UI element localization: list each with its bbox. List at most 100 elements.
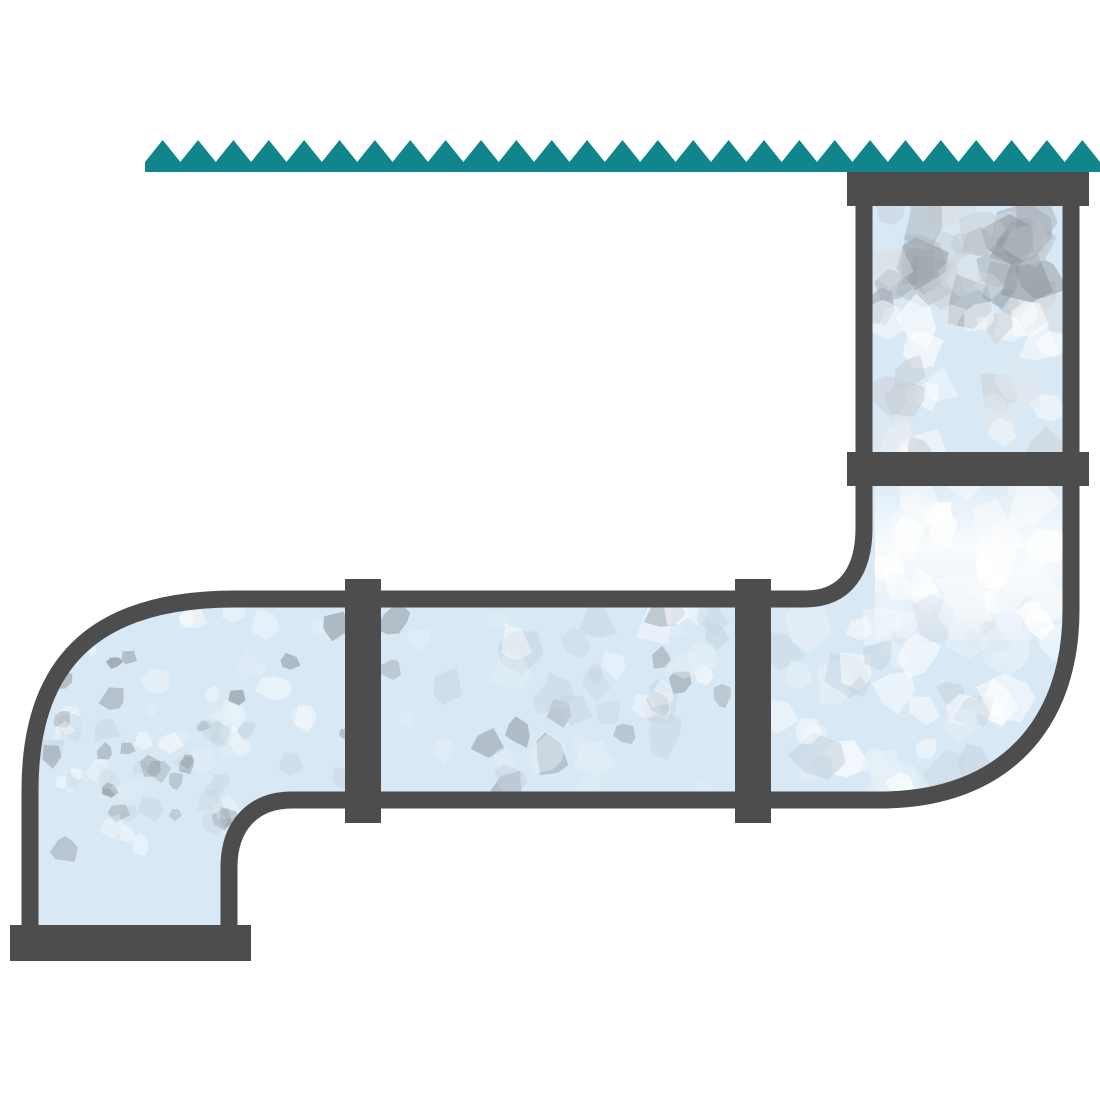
- particle-282: [201, 810, 228, 836]
- particle-218: [172, 728, 190, 745]
- particle-130: [812, 754, 835, 778]
- particle-188: [601, 650, 626, 682]
- pipe-wall-inner: [21, 195, 873, 935]
- particle-254: [85, 759, 114, 787]
- particle-245: [226, 732, 244, 754]
- particle-266: [99, 813, 125, 841]
- particle-121: [915, 738, 937, 759]
- particle-166: [613, 723, 636, 745]
- particle-185: [531, 671, 576, 714]
- particle-177: [581, 668, 611, 703]
- particle-152: [941, 708, 982, 744]
- particle-165: [668, 671, 692, 695]
- filter-media-layer: [145, 140, 1100, 172]
- particle-159: [375, 601, 411, 635]
- particle-168: [488, 650, 533, 690]
- particle-37: [1001, 221, 1053, 269]
- particle-138: [861, 747, 890, 778]
- particle-119: [845, 616, 872, 641]
- particle-253: [118, 804, 139, 822]
- particle-210: [97, 741, 112, 760]
- particle-25: [981, 214, 1034, 268]
- particle-59: [986, 309, 1014, 345]
- particle-199: [501, 623, 533, 661]
- particle-276: [53, 711, 70, 728]
- particle-284: [180, 754, 195, 770]
- particle-200: [570, 735, 590, 753]
- particle-180: [407, 627, 431, 652]
- particle-228: [56, 768, 81, 794]
- particle-182: [687, 642, 717, 675]
- particle-172: [643, 678, 677, 722]
- particle-248: [214, 698, 247, 732]
- particle-265: [94, 718, 122, 743]
- particle-170: [636, 605, 674, 645]
- particle-197: [648, 712, 682, 760]
- particle-167: [575, 773, 602, 796]
- coupling-ring-left: [345, 579, 381, 823]
- particle-279: [119, 823, 135, 844]
- particle-64: [1035, 330, 1065, 357]
- particle-126: [909, 696, 941, 726]
- particle-31: [959, 212, 1007, 257]
- particle-203: [51, 729, 63, 742]
- particle-259: [132, 832, 149, 857]
- particle-198: [572, 740, 617, 776]
- particle-277: [66, 727, 84, 743]
- particle-46: [1028, 393, 1065, 422]
- particle-142: [784, 603, 832, 653]
- filter-zigzag-teeth: [145, 140, 1100, 172]
- particle-141: [847, 675, 868, 697]
- fluid-glow: [875, 470, 1065, 640]
- particle-242: [146, 704, 157, 716]
- particle-261: [137, 796, 164, 822]
- particle-281: [56, 720, 76, 735]
- particle-49: [1019, 303, 1038, 329]
- particle-55: [993, 310, 1027, 342]
- particle-263: [134, 731, 153, 751]
- particle-243: [189, 748, 218, 775]
- particle-153: [713, 684, 731, 709]
- particle-187: [559, 695, 593, 727]
- particle-233: [209, 722, 233, 746]
- particle-227: [210, 733, 225, 748]
- particle-220: [121, 650, 137, 665]
- particle-271: [139, 754, 161, 777]
- particle-174: [546, 698, 572, 728]
- particle-269: [120, 742, 136, 754]
- particle-215: [105, 657, 123, 669]
- particle-234: [250, 608, 281, 641]
- particle-201: [494, 764, 528, 798]
- particle-129: [1022, 763, 1056, 795]
- particle-67: [883, 380, 925, 417]
- particle-54: [984, 401, 1020, 443]
- particle-30: [896, 237, 949, 291]
- particle-189: [646, 690, 670, 718]
- particle-157: [470, 728, 505, 758]
- particle-225: [229, 734, 252, 757]
- coupling-flange-upper: [847, 452, 1089, 486]
- particle-238: [256, 663, 266, 676]
- particle-65: [870, 411, 915, 453]
- particle-143: [871, 671, 916, 715]
- particle-221: [225, 703, 242, 722]
- particle-205: [196, 719, 224, 744]
- particle-171: [665, 649, 698, 679]
- particle-256: [107, 804, 131, 823]
- particle-273: [212, 795, 241, 819]
- particle-136: [896, 632, 942, 679]
- particle-27: [915, 252, 953, 289]
- particle-212: [280, 652, 301, 670]
- particle-36: [974, 271, 1005, 299]
- particle-190: [528, 732, 565, 774]
- particle-51: [925, 367, 960, 402]
- particle-22: [874, 268, 913, 302]
- particle-262: [168, 809, 182, 822]
- inlet-flange-bottom: [10, 925, 251, 961]
- particle-194: [434, 738, 452, 766]
- particle-184: [560, 627, 592, 659]
- particle-50: [977, 316, 1010, 346]
- particle-63: [964, 301, 994, 332]
- pipe-wall-outer: [220, 195, 1080, 935]
